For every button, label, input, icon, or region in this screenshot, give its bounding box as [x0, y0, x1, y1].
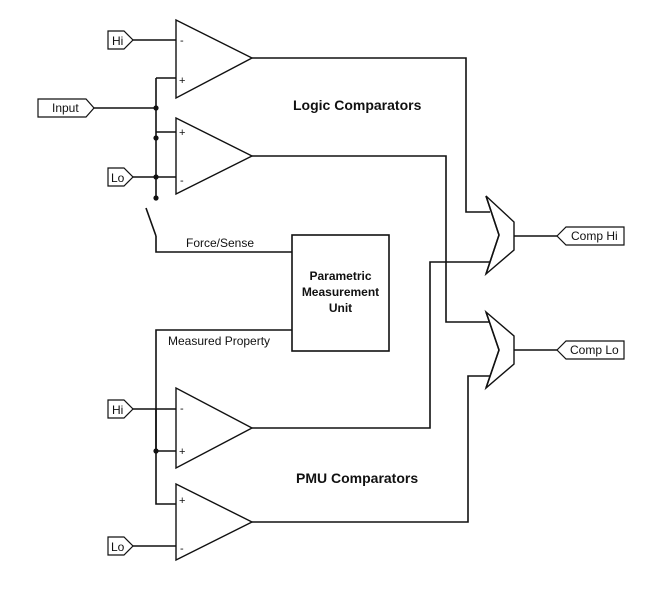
port-lo-logic: Lo: [107, 167, 134, 187]
parametric-measurement-unit: Parametric Measurement Unit: [291, 234, 390, 352]
port-lo-logic-label: Lo: [111, 171, 125, 185]
port-comp-lo-label: Comp Lo: [570, 343, 619, 357]
port-comp-lo: Comp Lo: [556, 340, 625, 360]
junction-dots: [153, 105, 159, 454]
port-hi-logic-label: Hi: [112, 34, 123, 48]
port-hi-pmu-label: Hi: [112, 403, 123, 417]
minus-sign: -: [180, 403, 184, 415]
port-lo-pmu-label: Lo: [111, 540, 125, 554]
or-gate-comp-hi: [484, 195, 515, 277]
pmu-label-line2: Measurement: [302, 285, 379, 299]
force-sense-label: Force/Sense: [186, 236, 254, 250]
or-gate-comp-lo: [484, 309, 515, 391]
pmu-comparator-lo: + -: [175, 482, 254, 562]
port-input: Input: [37, 98, 95, 118]
port-hi-logic: Hi: [107, 30, 134, 50]
plus-sign: +: [179, 75, 185, 87]
logic-comparators-title: Logic Comparators: [293, 97, 422, 113]
port-input-label: Input: [52, 101, 79, 115]
port-hi-pmu: Hi: [107, 399, 134, 419]
logic-comparator-hi: - +: [175, 18, 254, 100]
wiring: [94, 39, 557, 547]
port-comp-hi: Comp Hi: [556, 226, 625, 246]
plus-sign: +: [179, 495, 185, 507]
plus-sign: +: [179, 446, 185, 458]
minus-sign: -: [180, 35, 184, 47]
pmu-label-line1: Parametric: [309, 269, 371, 283]
pmu-label-line3: Unit: [329, 301, 352, 315]
pmu-comparators-title: PMU Comparators: [296, 470, 418, 486]
plus-sign: +: [179, 127, 185, 139]
port-comp-hi-label: Comp Hi: [571, 229, 618, 243]
pmu-comparator-hi: - +: [175, 386, 254, 470]
port-lo-pmu: Lo: [107, 536, 134, 556]
measured-property-label: Measured Property: [168, 334, 270, 348]
minus-sign: -: [180, 175, 184, 187]
minus-sign: -: [180, 543, 184, 555]
logic-comparator-lo: + -: [175, 116, 254, 196]
